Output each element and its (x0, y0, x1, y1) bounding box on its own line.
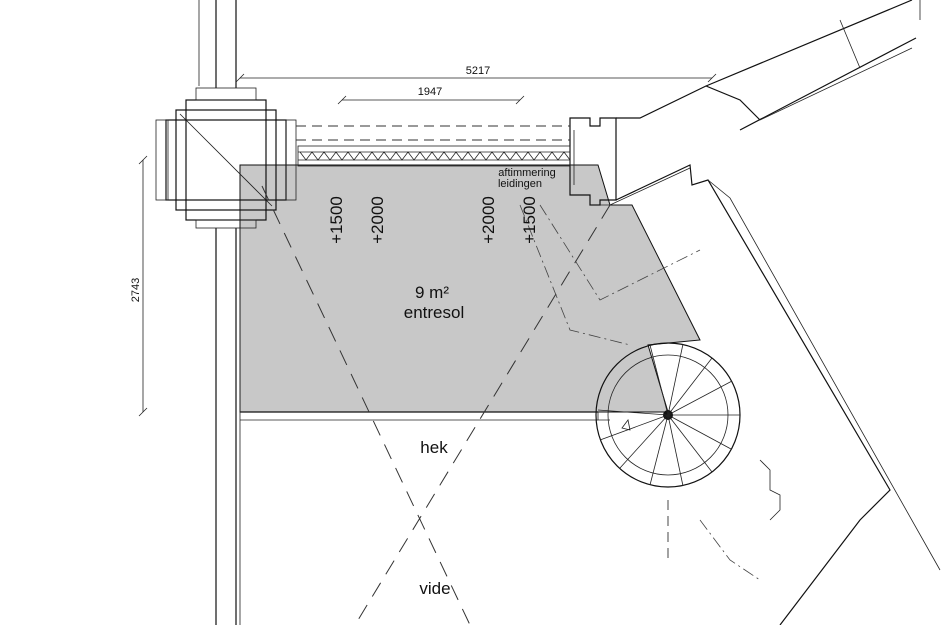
level-marker-right-1: +2000 (479, 196, 498, 244)
dimension-left-height: 2743 (130, 278, 142, 302)
column-left (155, 87, 297, 229)
level-marker-right-2: +1500 (520, 196, 539, 244)
note-line-1: aftimmering (498, 167, 555, 179)
inner-wall-steps (667, 459, 781, 581)
dimension-top-inner: 1947 (418, 86, 442, 98)
left-wall (198, 0, 241, 625)
dimension-top-overall: 5217 (466, 65, 490, 77)
mezzanine-area (239, 164, 701, 413)
room-name-label: entresol (404, 303, 464, 322)
area-label: 9 m² (415, 283, 449, 302)
void-label: vide (419, 579, 450, 598)
right-walls (590, 0, 941, 625)
note-line-2: leidingen (498, 178, 542, 190)
roof-lines (261, 125, 701, 625)
dimension-lines (138, 73, 717, 417)
level-marker-left-2: +2000 (368, 196, 387, 244)
mezzanine-edge (240, 411, 610, 421)
pipe-casing (297, 145, 571, 167)
level-marker-left-1: +1500 (327, 196, 346, 244)
spiral-staircase (595, 342, 741, 488)
railing-label: hek (420, 438, 448, 457)
